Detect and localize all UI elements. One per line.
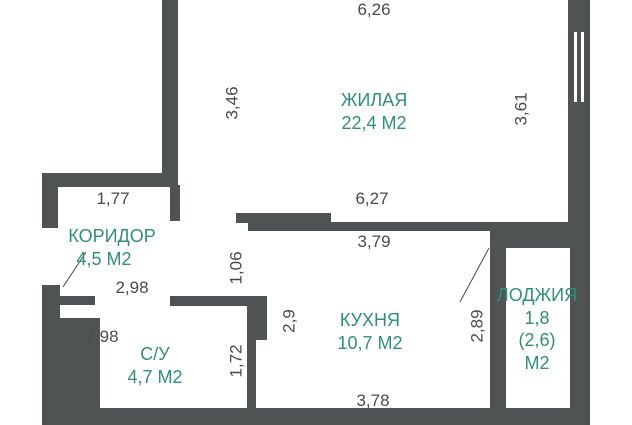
wall-kitchen-left-jamb — [256, 300, 267, 340]
room-bathroom: С/У 4,7 М2 — [127, 343, 182, 388]
window — [574, 32, 577, 102]
wall-left-outer-lower — [42, 285, 60, 425]
room-loggia-area-2: (2,6) — [518, 330, 556, 350]
wall-bottom — [42, 408, 590, 425]
dim-living-left: 3,46 — [222, 86, 242, 120]
room-kitchen-name: КУХНЯ — [339, 310, 401, 330]
dim-kitchen-left: 2,9 — [279, 309, 299, 333]
dim-living-bottom: 6,27 — [355, 189, 389, 208]
wall-left-outer-top — [42, 173, 178, 187]
room-loggia-area-1: 1,8 — [524, 307, 550, 328]
wall-corridor-stub — [170, 185, 180, 221]
room-loggia-area-3: М2 — [524, 352, 550, 373]
wall-loggia-left — [490, 222, 506, 425]
dim-kitchen-right: 2,89 — [467, 309, 487, 343]
loggia-door-line — [459, 247, 490, 303]
room-kitchen-area: 10,7 М2 — [337, 332, 403, 353]
room-bathroom-name: С/У — [140, 344, 170, 364]
dim-kitchen-top: 3,79 — [357, 232, 391, 251]
wall-right-outer — [568, 0, 590, 240]
room-kitchen: КУХНЯ 10,7 М2 — [337, 309, 402, 354]
dim-corridor-mid: 2,98 — [115, 278, 149, 297]
room-corridor-area: 4,5 М2 — [76, 248, 132, 269]
dim-bath-height: 1,72 — [226, 344, 246, 378]
wall-bath-top-right — [170, 296, 267, 306]
window-pane — [581, 32, 584, 102]
wall-left-outer — [42, 173, 58, 228]
room-loggia-name: ЛОДЖИЯ — [496, 285, 578, 305]
corridor-door-line — [62, 251, 87, 288]
wall-loggia-right — [570, 240, 590, 425]
wall-living-bottom-right — [248, 222, 548, 231]
dim-living-right: 3,61 — [511, 92, 531, 126]
room-living-name: ЖИЛАЯ — [340, 90, 408, 110]
room-corridor-name: КОРИДОР — [68, 226, 156, 246]
room-bathroom-area: 4,7 М2 — [127, 366, 183, 387]
wall-kitchen-left — [247, 296, 256, 425]
room-living-area: 22,4 М2 — [341, 112, 407, 133]
wall-bath-left — [58, 318, 100, 425]
dim-kitchen-bottom: 3,78 — [356, 391, 390, 410]
wall-bath-top-left — [58, 296, 95, 305]
room-corridor: КОРИДОР 4,5 М2 — [68, 225, 155, 270]
room-living: ЖИЛАЯ 22,4 М2 — [341, 89, 407, 134]
room-loggia: ЛОДЖИЯ 1,8 (2,6) М2 — [497, 284, 577, 374]
dim-corridor-side: 1,06 — [226, 251, 246, 285]
dim-living-top: 6,26 — [357, 0, 391, 19]
wall-living-bottom — [236, 213, 331, 223]
dim-corridor-top: 1,77 — [96, 189, 130, 208]
wall-living-left — [162, 0, 178, 185]
dim-bath-width: 2,98 — [85, 327, 119, 346]
